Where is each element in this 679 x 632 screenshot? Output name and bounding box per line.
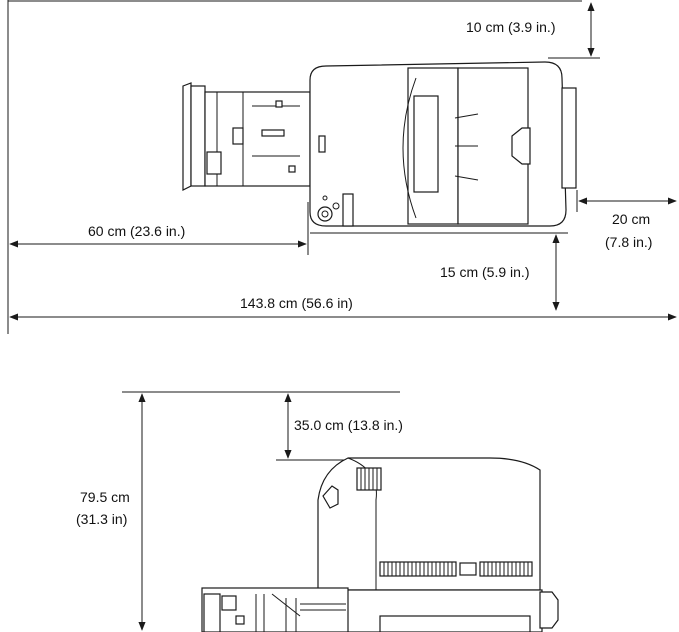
label-total-width: 143.8 cm (56.6 in) <box>240 295 353 311</box>
label-rear-clearance: 10 cm (3.9 in.) <box>466 19 555 35</box>
printer-side-drawing <box>201 457 559 632</box>
dimension-side-left: 15 cm (5.9 in.) <box>310 232 568 311</box>
dimension-front: 60 cm (23.6 in.) <box>9 202 309 255</box>
label-side-right-line1: 20 cm <box>612 211 650 227</box>
label-top-clearance: 35.0 cm (13.8 in.) <box>294 417 403 433</box>
top-view: 10 cm (3.9 in.) 20 cm (7.8 in.) 60 cm (2… <box>7 0 677 334</box>
label-front-clearance: 60 cm (23.6 in.) <box>88 223 185 239</box>
vent-side <box>379 561 533 577</box>
dimension-rear: 10 cm (3.9 in.) <box>466 2 600 59</box>
dimension-total-width: 143.8 cm (56.6 in) <box>9 295 677 321</box>
printer-top-drawing <box>182 61 577 227</box>
label-side-right-line2: (7.8 in.) <box>605 234 652 250</box>
vent-top <box>356 467 382 491</box>
dimension-total-height: 79.5 cm (31.3 in) <box>76 393 146 631</box>
label-side-left-clearance: 15 cm (5.9 in.) <box>440 264 529 280</box>
side-view: 35.0 cm (13.8 in.) 79.5 cm (31.3 in) <box>76 391 559 632</box>
dimension-top-clearance: 35.0 cm (13.8 in.) <box>284 393 403 459</box>
dimension-side-right: 20 cm (7.8 in.) <box>576 190 677 250</box>
label-total-height-line2: (31.3 in) <box>76 511 127 527</box>
label-total-height-line1: 79.5 cm <box>80 489 130 505</box>
